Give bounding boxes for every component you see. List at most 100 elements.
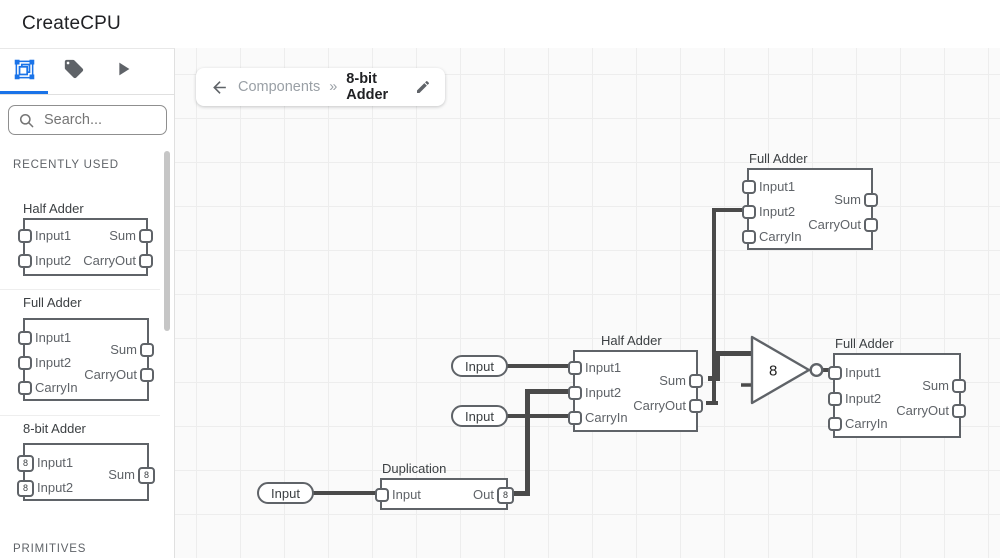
port-input[interactable] [375,488,389,502]
component-title: Full Adder [749,151,808,166]
port-input1[interactable] [742,180,756,194]
port-carryout[interactable] [864,218,878,232]
back-button[interactable] [210,78,229,97]
divider [0,415,160,416]
circuit-canvas[interactable]: Components » 8-bit Adder Input Input Inp… [175,48,1000,558]
port-label: CarryIn [845,416,888,431]
port-label: Input1 [759,179,796,194]
port-label: Input1 [35,228,72,243]
port-carryin[interactable] [568,411,582,425]
port-label: Sum [110,342,137,357]
gate-output-bubble[interactable] [809,363,824,378]
edit-name-button[interactable] [415,79,431,95]
input-node-label: Input [465,408,494,424]
port-carryin[interactable] [828,417,842,431]
wire-bus[interactable] [513,491,530,496]
port-label: Input1 [35,330,72,345]
input-node[interactable]: Input [451,355,508,377]
breadcrumb-root[interactable]: Components [238,79,321,95]
sidebar-scrollbar[interactable] [164,151,170,331]
port-input2[interactable] [18,254,32,268]
port-carryin[interactable] [18,381,32,395]
divider [0,289,160,290]
app-title: CreateCPU [22,13,121,34]
port-sum[interactable] [140,343,154,357]
port-label: Input1 [585,360,622,375]
breadcrumb-current: 8-bit Adder [346,71,389,103]
component-full-adder-right[interactable]: Full Adder Input1 Input2 CarryIn Sum Car… [828,336,966,438]
port-input2[interactable] [742,205,756,219]
port-carryout[interactable] [140,368,154,382]
component-title: Duplication [382,461,447,476]
play-icon [112,58,134,85]
component-full-adder-top[interactable]: Full Adder Input1 Input2 CarryIn Sum Car… [742,151,878,250]
port-carryout[interactable] [952,404,966,418]
port-label: Input2 [759,204,796,219]
port-input1[interactable] [18,229,32,243]
sidebar: RECENTLY USED Half Adder Input1 Input2 S… [0,48,175,558]
port-input2[interactable] [568,386,582,400]
wire[interactable] [310,491,382,495]
port-input1[interactable] [568,361,582,375]
app-header: CreateCPU [0,0,1000,48]
gate-bus-width: 8 [769,363,777,380]
library-item-body[interactable]: Input1 Input2 Sum CarryOut [18,218,153,276]
port-input1[interactable] [828,366,842,380]
library-item-body[interactable]: Input1 Input2 CarryIn Sum CarryOut [18,318,154,401]
tab-run[interactable] [98,49,147,94]
port-label: Input2 [845,391,882,406]
port-label: Input2 [37,480,74,495]
breadcrumb-separator: » [329,79,338,95]
tag-icon [63,58,85,85]
port-carryout[interactable] [139,254,153,268]
wire-bus[interactable] [715,351,720,381]
wire[interactable] [712,208,716,405]
port-sum[interactable] [139,229,153,243]
wire-bus[interactable] [708,376,720,381]
port-input2[interactable] [18,356,32,370]
tab-components[interactable] [0,49,49,94]
port-sum[interactable] [864,193,878,207]
wire-bus[interactable] [525,389,530,496]
input-node[interactable]: Input [451,405,508,427]
library-item-title: Full Adder [23,295,82,310]
wire[interactable] [712,208,742,212]
component-not-gate[interactable]: 8 [735,330,835,420]
port-input2-bus[interactable]: 8 [17,480,34,497]
port-carryout[interactable] [689,399,703,413]
port-label: CarryOut [84,367,137,382]
gate-body[interactable] [750,335,811,405]
tab-tags[interactable] [49,49,98,94]
port-carryin[interactable] [742,230,756,244]
port-out-bus[interactable]: 8 [497,487,514,504]
port-input2[interactable] [828,392,842,406]
port-label: Input1 [37,455,74,470]
wire-bus[interactable] [525,389,570,394]
search-input[interactable] [42,111,157,129]
component-half-adder[interactable]: Half Adder Input1 Input2 CarryIn Sum Car… [568,333,703,432]
component-title: Full Adder [835,336,894,351]
search-box [8,105,167,135]
port-label: CarryOut [83,253,136,268]
port-sum[interactable] [952,379,966,393]
port-sum-bus[interactable]: 8 [138,467,155,484]
breadcrumb: Components » 8-bit Adder [196,68,445,106]
port-sum[interactable] [689,374,703,388]
input-node[interactable]: Input [257,482,314,504]
port-label: Input1 [845,365,882,380]
port-input1-bus[interactable]: 8 [17,455,34,472]
wire[interactable] [505,364,570,368]
port-label: Sum [834,192,861,207]
section-recently-used: RECENTLY USED [13,159,119,171]
port-label: Sum [659,373,686,388]
port-input1[interactable] [18,331,32,345]
wire-bus[interactable] [715,351,752,356]
library-item-body[interactable]: 8 8 8 Input1 Input2 Sum [17,443,155,501]
component-duplication[interactable]: Duplication 8 Input Out [375,461,514,510]
port-label: Input2 [585,385,622,400]
port-label: CarryIn [35,380,78,395]
port-label: Sum [108,467,135,482]
port-label: Sum [109,228,136,243]
wire[interactable] [505,414,570,418]
